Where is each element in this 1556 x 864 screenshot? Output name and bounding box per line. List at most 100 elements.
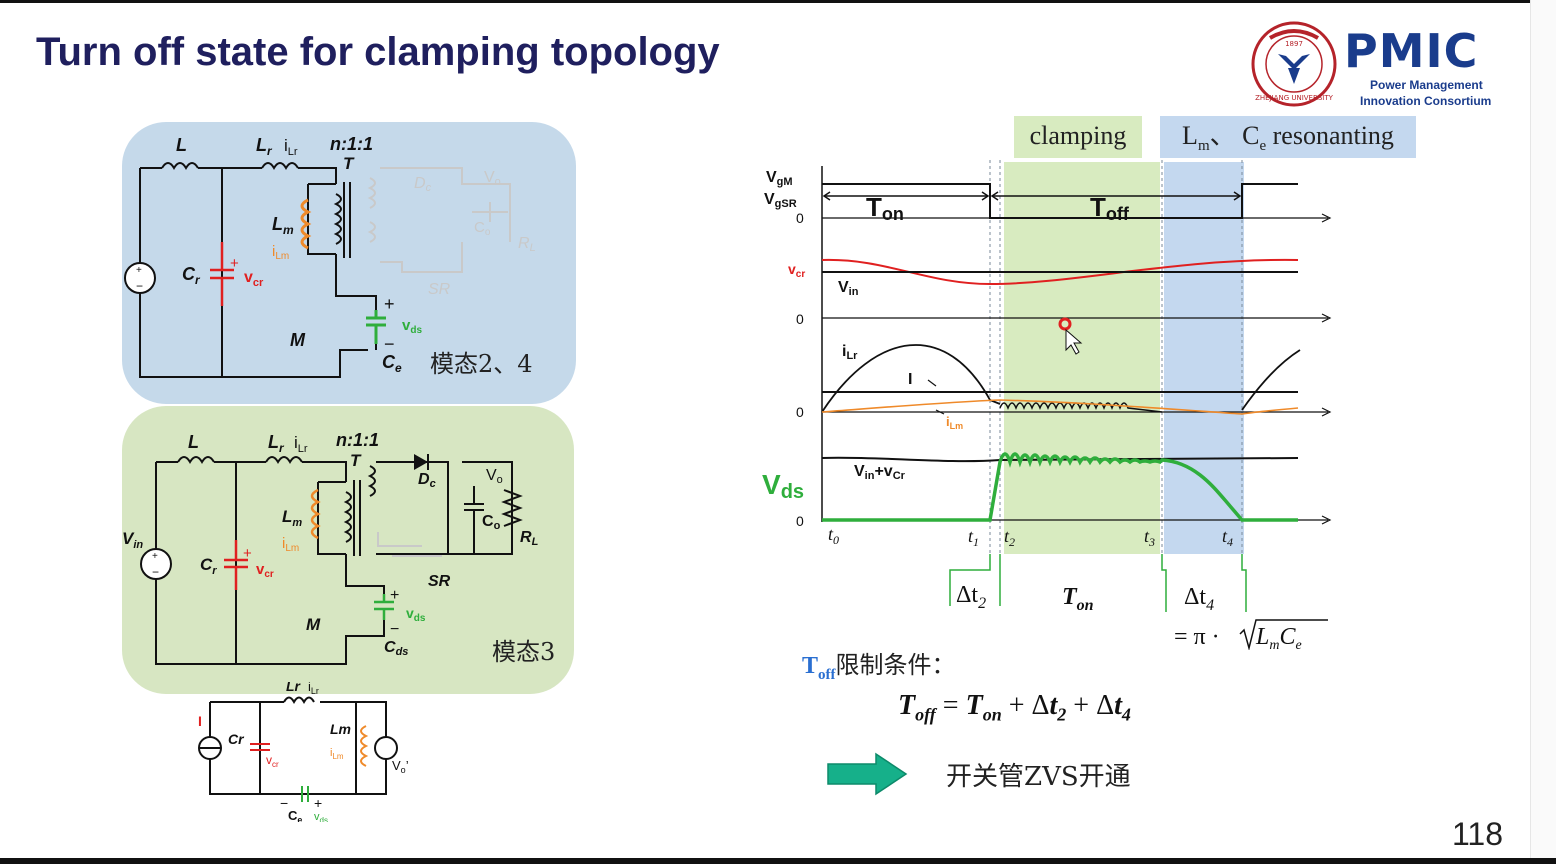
svg-text:Lr: Lr [256, 135, 273, 158]
toff-formula: Toff = Ton + Δt2 + Δt4 [898, 690, 1131, 725]
svg-text:Vo: Vo [484, 169, 501, 188]
svg-text:Lm: Lm [330, 721, 351, 737]
svg-text:n:1:1: n:1:1 [330, 134, 373, 154]
resonant-band-label: Lm、 Ce resonanting [1160, 116, 1416, 158]
svg-text:n:1:1: n:1:1 [336, 430, 379, 450]
sqrt-sign-icon [1239, 619, 1328, 650]
svg-text:Lr: Lr [286, 682, 302, 694]
svg-text:t4: t4 [1222, 526, 1233, 549]
bottom-border [0, 858, 1556, 864]
right-arrow-icon [827, 752, 908, 796]
svg-text:L: L [176, 135, 187, 155]
svg-text:0: 0 [796, 311, 804, 327]
svg-text:Dc: Dc [418, 471, 436, 490]
timing-waveform-diagram: VgM VgSR 0 vcr Vin 0 iLr I 0 iLm Vin+vCr… [762, 160, 1332, 650]
svg-text:Lr: Lr [268, 432, 285, 455]
svg-text:Co: Co [482, 513, 501, 532]
svg-text:+: + [243, 545, 252, 562]
mouse-cursor-icon [1065, 328, 1083, 355]
pointer-highlight-icon [1058, 317, 1072, 331]
top-border [0, 0, 1530, 3]
logo-text: PMIC [1344, 24, 1479, 78]
svg-text:+: + [384, 294, 395, 314]
svg-text:−: − [390, 621, 399, 638]
svg-text:iLm: iLm [282, 535, 299, 554]
svg-text:iLm: iLm [330, 747, 344, 761]
svg-text:LmCe: LmCe [1255, 624, 1302, 650]
svg-text:Lm: Lm [272, 214, 294, 237]
svg-text:Ton: Ton [866, 192, 904, 224]
page-number: 118 [1452, 816, 1504, 852]
svg-text:ZHEJIANG UNIVERSITY: ZHEJIANG UNIVERSITY [1255, 94, 1334, 102]
mode-caption-2-4: 模态2、4 [430, 350, 533, 378]
svg-text:M: M [306, 615, 321, 634]
svg-text:Cr: Cr [200, 555, 217, 577]
svg-text:0: 0 [796, 513, 804, 529]
svg-text:Dc: Dc [414, 175, 432, 194]
svg-text:−: − [280, 795, 288, 811]
zvs-result-text: 开关管ZVS开通 [946, 762, 1131, 792]
svg-text:Vds: Vds [762, 469, 804, 503]
svg-text:iLm: iLm [272, 243, 289, 262]
svg-text:SR: SR [428, 281, 451, 298]
svg-text:I: I [198, 713, 202, 729]
circuit-panel-mode-3: + − L Lr iLr n:1:1 T Vin Lm iLm Cr [122, 406, 574, 694]
svg-text:t0: t0 [828, 524, 839, 547]
svg-text:Cr: Cr [182, 264, 201, 287]
svg-text:vcr: vcr [266, 753, 279, 769]
svg-text:Vo: Vo [486, 467, 503, 486]
svg-text:Ce: Ce [382, 352, 402, 375]
equivalent-circuit: Lr iLr I Cr vcr Lm iLm Vo’ − + Ce vds [198, 682, 409, 822]
svg-text:vds: vds [402, 317, 422, 336]
svg-text:+: + [314, 795, 322, 811]
svg-text:+: + [230, 255, 239, 272]
logo-subtitle-2: Innovation Consortium [1360, 94, 1492, 108]
svg-text:L: L [188, 432, 199, 452]
svg-text:1897: 1897 [1285, 40, 1303, 48]
svg-text:vds: vds [314, 811, 328, 822]
svg-text:RL: RL [518, 235, 536, 254]
svg-text:iLr: iLr [284, 136, 298, 158]
svg-text:SR: SR [428, 573, 451, 590]
svg-text:Δt4: Δt4 [1184, 584, 1214, 614]
toff-condition-label: Toff限制条件： [802, 651, 956, 683]
svg-text:−: − [152, 565, 159, 579]
svg-text:0: 0 [796, 210, 804, 226]
logo-subtitle-1: Power Management [1370, 78, 1483, 92]
svg-text:+: + [390, 587, 399, 604]
slide-title: Turn off state for clamping topology [36, 30, 720, 74]
clamping-band-label: clamping [1014, 116, 1142, 158]
svg-text:−: − [384, 334, 395, 354]
svg-text:vcr: vcr [788, 261, 805, 280]
svg-text:t3: t3 [1144, 526, 1155, 549]
svg-text:iLr: iLr [308, 682, 319, 696]
svg-text:Vin+vCr: Vin+vCr [854, 463, 906, 482]
svg-text:RL: RL [520, 529, 539, 548]
pmic-logo: 1897 ZHEJIANG UNIVERSITY PMIC Power Mana… [1248, 18, 1528, 110]
svg-text:Cds: Cds [384, 639, 408, 658]
circuit-diagram-mode-2-4: + − L Lr iLr n:1:1 [124, 134, 536, 378]
svg-text:Vo’: Vo’ [392, 758, 409, 775]
svg-text:Vin: Vin [122, 529, 143, 551]
svg-text:Ton: Ton [1062, 584, 1094, 614]
svg-text:Δt2: Δt2 [956, 582, 986, 612]
svg-text:t1: t1 [968, 526, 979, 549]
svg-text:iLr: iLr [294, 433, 308, 455]
svg-text:T: T [343, 154, 355, 173]
svg-text:M: M [290, 330, 306, 350]
svg-text:T: T [350, 451, 362, 470]
svg-text:Toff: Toff [1090, 192, 1130, 224]
svg-text:+: + [136, 265, 142, 276]
svg-text:+: + [152, 551, 158, 562]
svg-text:Ce: Ce [288, 808, 302, 822]
svg-text:Cr: Cr [228, 731, 245, 747]
svg-text:VgM: VgM [766, 169, 793, 188]
svg-text:Lm: Lm [282, 507, 302, 529]
svg-text:VgSR: VgSR [764, 191, 797, 210]
resonant-band [1164, 162, 1244, 554]
svg-text:vcr: vcr [244, 269, 264, 289]
right-scroll-gutter [1530, 0, 1556, 864]
circuit-panel-mode-2-4: + − L Lr iLr n:1:1 [122, 122, 576, 404]
zhejiang-university-seal-icon: 1897 ZHEJIANG UNIVERSITY [1251, 21, 1337, 107]
svg-text:0: 0 [796, 404, 804, 420]
